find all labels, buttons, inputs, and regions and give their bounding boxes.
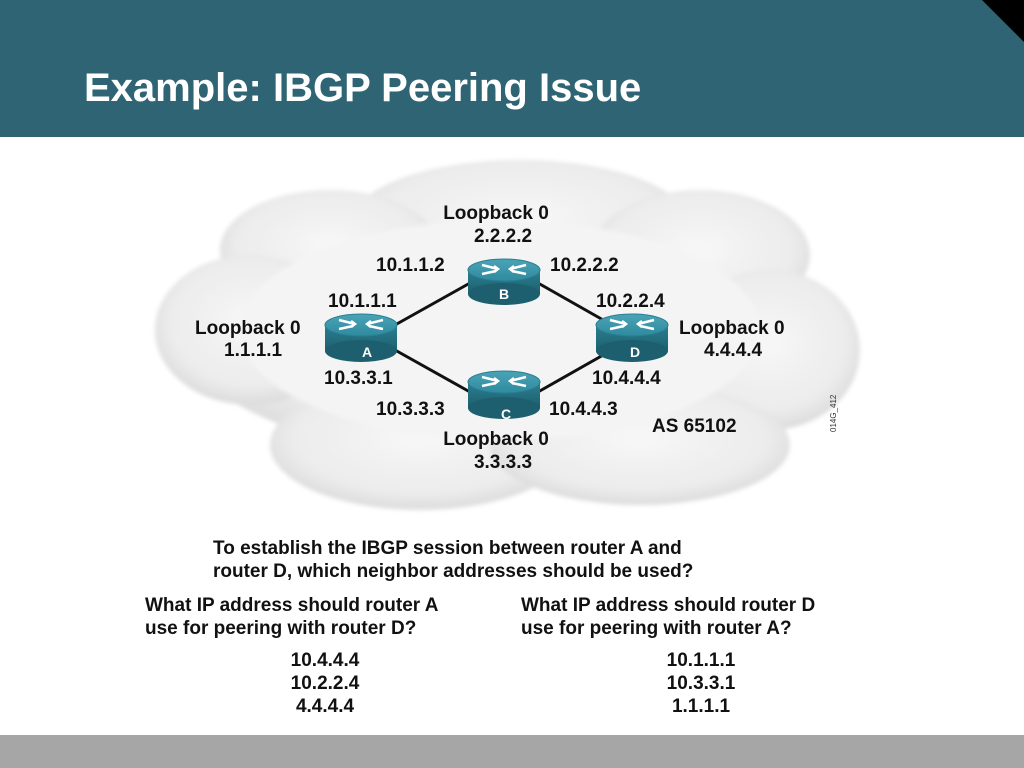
left-question-line-1: What IP address should router A	[145, 595, 439, 616]
c-loopback-title: Loopback 0	[443, 429, 549, 450]
right-options: 10.1.1.1 10.3.3.1 1.1.1.1	[621, 649, 781, 718]
b-ip-to-a: 10.1.1.2	[376, 255, 445, 276]
a-ip-to-b: 10.1.1.1	[328, 291, 397, 312]
links	[394, 281, 613, 394]
router-arrows-icon	[609, 318, 655, 331]
a-loopback-title: Loopback 0	[195, 318, 301, 339]
c-ip-to-d: 10.4.4.3	[549, 399, 618, 420]
left-question-line-2: use for peering with router D?	[145, 618, 417, 639]
link-b-d	[537, 281, 613, 327]
b-loopback-ip: 2.2.2.2	[474, 226, 532, 247]
as-cloud	[155, 160, 860, 510]
left-options: 10.4.4.4 10.2.2.4 4.4.4.4	[245, 649, 405, 718]
right-question-line-1: What IP address should router D	[521, 595, 816, 616]
router-d-label: D	[630, 344, 640, 360]
router-c	[467, 370, 541, 419]
d-loopback-ip: 4.4.4.4	[704, 340, 763, 361]
link-c-d	[537, 348, 613, 394]
left-option-2: 10.2.2.4	[290, 673, 360, 694]
d-ip-to-c: 10.4.4.4	[592, 368, 661, 389]
figure-id: 014G_412	[829, 394, 838, 432]
footer-bar	[0, 735, 1024, 768]
link-a-c	[394, 348, 471, 394]
left-option-3: 4.4.4.4	[295, 696, 355, 717]
c-ip-to-a: 10.3.3.3	[376, 399, 445, 420]
c-loopback-ip: 3.3.3.3	[474, 452, 532, 473]
router-b	[467, 258, 541, 305]
b-ip-to-d: 10.2.2.2	[550, 255, 619, 276]
title-bar: Example: IBGP Peering Issue	[0, 0, 1024, 137]
d-loopback-title: Loopback 0	[679, 318, 785, 339]
a-loopback-ip: 1.1.1.1	[224, 340, 283, 361]
router-arrows-icon	[481, 375, 527, 388]
right-option-1: 10.1.1.1	[666, 650, 736, 671]
router-arrows-icon	[338, 318, 384, 331]
right-option-3: 1.1.1.1	[671, 696, 731, 717]
slide-title: Example: IBGP Peering Issue	[84, 66, 642, 110]
a-ip-to-c: 10.3.3.1	[324, 368, 393, 389]
right-option-2: 10.3.3.1	[666, 673, 736, 694]
router-d	[595, 313, 669, 362]
router-a-label: A	[362, 344, 372, 360]
router-b-label: B	[499, 286, 509, 302]
question-line-1: To establish the IBGP session between ro…	[213, 538, 682, 559]
as-label: AS 65102	[652, 416, 737, 437]
b-loopback-title: Loopback 0	[443, 203, 549, 224]
router-a	[324, 313, 398, 362]
link-a-b	[394, 281, 471, 327]
question-line-2: router D, which neighbor addresses shoul…	[213, 561, 694, 582]
right-question-line-2: use for peering with router A?	[521, 618, 792, 639]
corner-triangle	[982, 0, 1024, 42]
left-option-1: 10.4.4.4	[290, 650, 360, 671]
router-arrows-icon	[481, 263, 527, 276]
router-c-label: C	[501, 406, 511, 422]
d-ip-to-b: 10.2.2.4	[596, 291, 665, 312]
